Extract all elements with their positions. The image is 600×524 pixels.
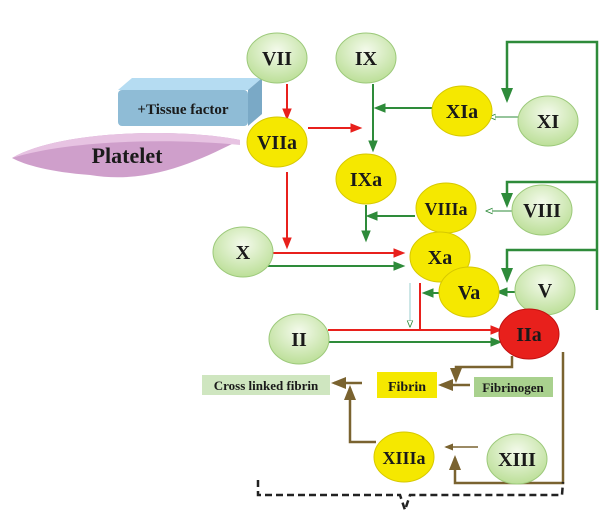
node-ellipse	[246, 32, 308, 84]
node-label: VII	[262, 48, 292, 70]
node-IIa: IIa	[498, 308, 560, 360]
platelet-label: Platelet	[92, 143, 164, 168]
node-IXa: IXa	[335, 153, 397, 205]
node-label: IXa	[350, 169, 382, 191]
red-arrows	[268, 84, 503, 335]
node-VIIIa: VIIIa	[415, 182, 477, 234]
tissue-factor-block: +Tissue factor	[118, 78, 262, 126]
fibrinogen-label: Fibrinogen	[482, 380, 544, 395]
node-label: VIIa	[257, 132, 297, 154]
dashed-brace	[256, 480, 565, 514]
node-ellipse	[517, 95, 579, 147]
node-ellipse	[498, 308, 560, 360]
node-label: XIII	[498, 449, 536, 471]
node-ellipse	[431, 85, 493, 137]
node-label: IX	[355, 48, 378, 70]
node-ellipse	[438, 266, 500, 318]
node-ellipse	[212, 226, 274, 278]
node-label: XI	[537, 111, 559, 133]
platelet-shape: Platelet	[12, 133, 240, 178]
node-ellipse	[486, 433, 548, 485]
node-VIII: VIII	[511, 184, 573, 236]
node-ellipse	[268, 313, 330, 365]
node-II: II	[268, 313, 330, 365]
fibrin-label: Fibrin	[388, 380, 426, 395]
node-VII: VII	[246, 32, 308, 84]
green-arrows	[268, 84, 520, 347]
node-XIIIa: XIIIa	[373, 431, 435, 483]
node-label: Va	[458, 282, 481, 304]
fibrin-box: Fibrin	[377, 372, 437, 398]
cross-linked-fibrin-label: Cross linked fibrin	[214, 378, 319, 393]
tissue-factor-label: +Tissue factor	[137, 102, 229, 118]
node-label: IIa	[516, 324, 542, 346]
node-label: VIIIa	[424, 199, 467, 219]
node-X: X	[212, 226, 274, 278]
node-label: X	[236, 242, 251, 264]
node-Va: Va	[438, 266, 500, 318]
node-XIII: XIII	[486, 433, 548, 485]
cross-linked-fibrin-box: Cross linked fibrin	[202, 375, 330, 395]
node-V: V	[514, 264, 576, 316]
node-XI: XI	[517, 95, 579, 147]
hollow-arrows	[410, 117, 520, 326]
node-label: V	[538, 280, 553, 302]
node-label: XIa	[446, 101, 478, 123]
thrombin-feedback-lines	[501, 40, 599, 310]
node-ellipse	[335, 153, 397, 205]
node-ellipse	[335, 32, 397, 84]
node-label: Xa	[428, 247, 452, 269]
node-label: II	[291, 329, 307, 351]
node-IX: IX	[335, 32, 397, 84]
node-label: XIIIa	[382, 448, 425, 468]
node-ellipse	[373, 431, 435, 483]
node-ellipse	[246, 116, 308, 168]
node-XIa: XIa	[431, 85, 493, 137]
node-VIIa: VIIa	[246, 116, 308, 168]
node-ellipse	[511, 184, 573, 236]
node-label: VIII	[523, 200, 561, 222]
fibrinogen-box: Fibrinogen	[474, 377, 553, 397]
